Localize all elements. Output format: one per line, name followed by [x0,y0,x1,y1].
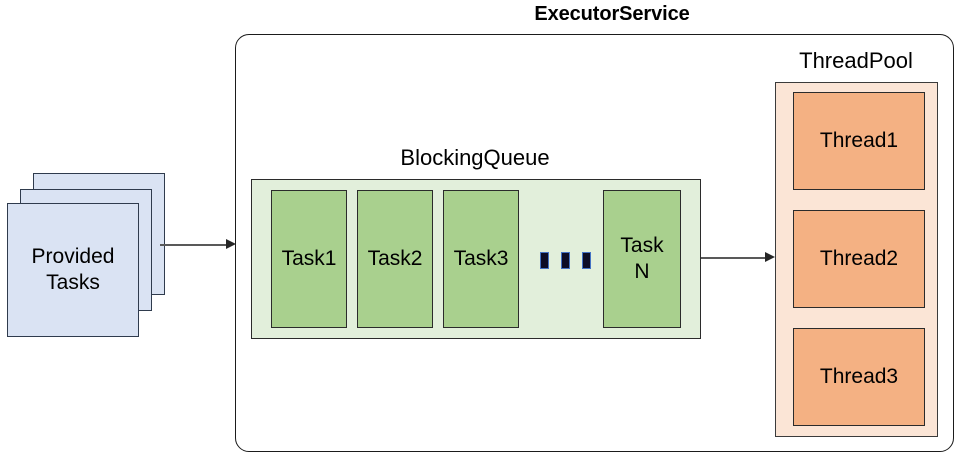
arrow-tasks-to-queue-line [160,244,226,246]
provided-tasks-label: Provided Tasks [7,203,139,337]
task-label-1: Task1 [281,247,337,270]
thread-box-2: Thread2 [793,210,925,308]
thread-box-3: Thread3 [793,328,925,426]
thread-label-1: Thread1 [819,129,899,152]
task-label-3: Task3 [453,247,509,270]
ellipsis-dot-2 [561,252,570,269]
provided-tasks-label-line2: Tasks [46,271,100,294]
arrow-queue-to-pool-line [701,257,765,259]
thread-pool-label: ThreadPool [799,48,913,73]
ellipsis-dot-3 [582,252,591,269]
thread-label-3: Thread3 [819,365,899,388]
task-box-n: Task N [603,190,681,328]
arrow-tasks-to-queue-head [226,239,236,249]
task-label-n-line2: N [634,260,650,283]
provided-tasks-sheet-front [7,203,139,337]
arrow-queue-to-pool-head [765,252,775,262]
blocking-queue-label: BlockingQueue [400,145,550,170]
ellipsis-dot-1 [540,252,549,269]
ellipsis-dots-icon [540,252,596,270]
provided-tasks-stack: Provided Tasks [6,173,171,341]
task-box-1: Task1 [271,190,347,328]
task-label-n-line1: Task [620,234,664,257]
task-box-3: Task3 [443,190,519,328]
thread-label-2: Thread2 [819,247,899,270]
thread-box-1: Thread1 [793,92,925,190]
provided-tasks-label-line1: Provided [31,245,115,268]
task-box-2: Task2 [357,190,433,328]
task-label-2: Task2 [367,247,423,270]
page-title: ExecutorService [534,3,690,25]
